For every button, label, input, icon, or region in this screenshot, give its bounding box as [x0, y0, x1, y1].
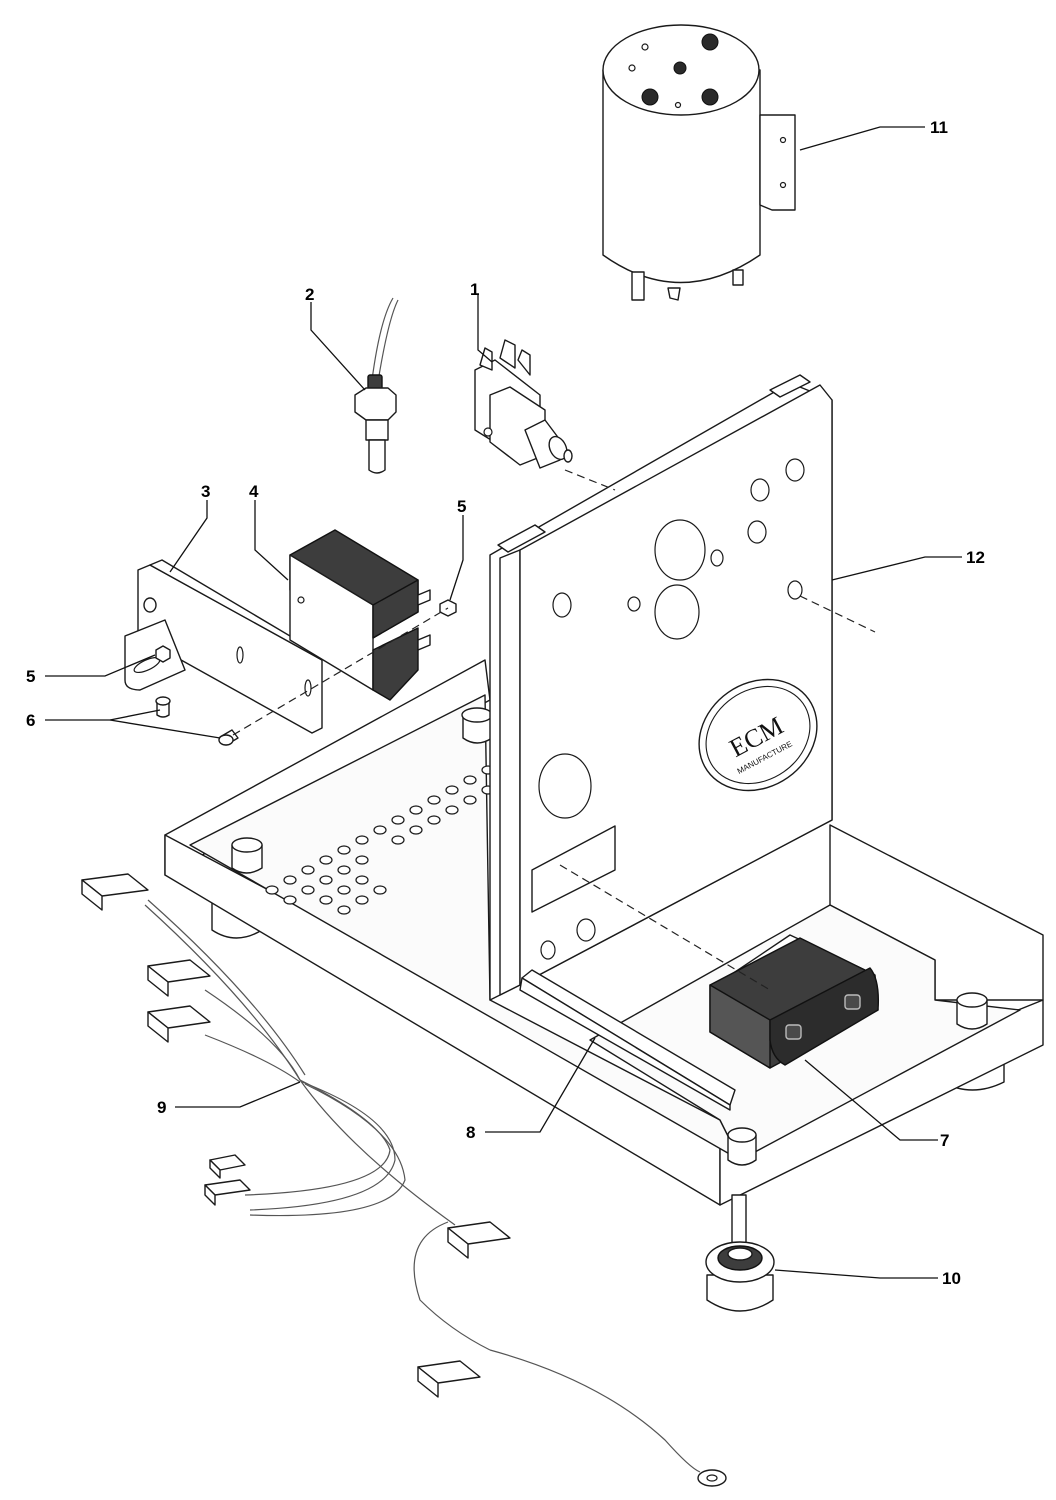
- pressure-switch: [474, 339, 573, 469]
- ecm-logo-plate: ECM MANUFACTURE: [698, 678, 818, 792]
- front-panel: ECM MANUFACTURE: [489, 374, 833, 1111]
- temperature-probe: [354, 297, 399, 474]
- transformer: [289, 529, 431, 701]
- leader-lines: [45, 126, 962, 1279]
- standoff-posts: [231, 707, 988, 1166]
- spade-connectors: [81, 873, 727, 1487]
- callout-7: 7: [940, 1131, 949, 1150]
- base-tray: [164, 659, 1044, 1206]
- callout-5-left: 5: [26, 667, 35, 686]
- callout-labels: 1 2 3 4 5 5 6 7 8 9 10 11 12: [26, 118, 985, 1288]
- callout-1: 1: [470, 280, 479, 299]
- callout-6: 6: [26, 711, 35, 730]
- callout-8: 8: [466, 1123, 475, 1142]
- wire-harness: [81, 873, 727, 1487]
- callout-12: 12: [966, 548, 985, 567]
- hex-nuts: [155, 599, 457, 663]
- boiler-cylinder: [602, 24, 796, 301]
- screws: [155, 696, 239, 746]
- floor-perforations: [265, 765, 495, 915]
- callout-11: 11: [930, 118, 948, 137]
- callout-5-right: 5: [457, 497, 466, 516]
- callout-3: 3: [201, 482, 210, 501]
- adjustable-foot: [705, 1194, 775, 1312]
- callout-9: 9: [157, 1098, 166, 1117]
- callout-4: 4: [249, 482, 259, 501]
- panel-holes: [538, 458, 805, 960]
- control-display-module: [709, 934, 880, 1069]
- callout-10: 10: [942, 1269, 961, 1288]
- callout-2: 2: [305, 285, 314, 304]
